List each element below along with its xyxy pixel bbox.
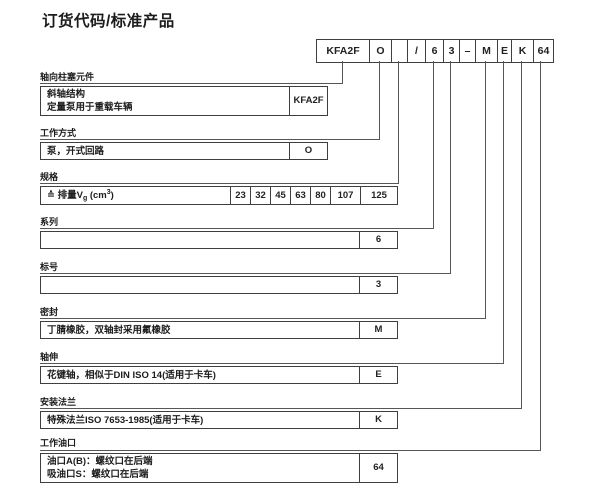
connector-shaft	[503, 61, 504, 363]
section-desc: 斜轴结构	[47, 89, 86, 100]
section-rule	[40, 363, 504, 364]
code-box-flange: K	[359, 411, 398, 429]
section-label-axial-piston-unit: 轴向柱塞元件	[40, 72, 95, 82]
size-cell-63: 63	[290, 186, 311, 205]
code-cell-model: KFA2F	[326, 45, 360, 57]
connector-series	[433, 61, 434, 228]
section-label-shaft-end: 轴伸	[40, 352, 59, 362]
code-cell-separator-slash: /	[407, 40, 425, 62]
code-box-index: 3	[359, 276, 398, 294]
section-rule	[40, 450, 541, 451]
code-cell-size	[391, 40, 407, 62]
section-box-operation-mode: 泵，开式回路	[40, 142, 290, 160]
code-cell-series: 6	[425, 40, 443, 62]
size-cell-45: 45	[270, 186, 291, 205]
connector-flange	[521, 61, 522, 408]
section-desc: 丁腈橡胶，双轴封采用氟橡胶	[47, 324, 171, 336]
code-cell-ports: 64	[533, 40, 553, 62]
section-desc: 花键轴，相似于DIN ISO 14(适用于卡车)	[47, 369, 216, 381]
section-desc: 吸油口S：螺纹口在后端	[47, 469, 149, 480]
section-rule	[40, 83, 343, 84]
page-title: 订货代码/标准产品	[42, 13, 175, 30]
code-cell-seal: M	[475, 40, 497, 62]
code-cell-operation: O	[369, 40, 391, 62]
section-desc: 泵，开式回路	[47, 145, 105, 157]
section-rule	[40, 273, 451, 274]
section-label-operation-mode: 工作方式	[40, 128, 77, 138]
size-cell-125: 125	[360, 186, 398, 205]
section-rule	[40, 139, 380, 140]
code-box-shaft: E	[359, 366, 398, 384]
section-label-series: 系列	[40, 217, 59, 227]
size-cell-80: 80	[310, 186, 331, 205]
section-rule	[40, 228, 434, 229]
code-cell-shaft: E	[497, 40, 511, 62]
size-cell-23: 23	[230, 186, 251, 205]
section-label-index: 标号	[40, 262, 59, 272]
section-desc: 特殊法兰ISO 7653-1985(适用于卡车)	[47, 414, 204, 426]
code-box-series: 6	[359, 231, 398, 249]
section-label-seal: 密封	[40, 307, 59, 317]
section-label-service-ports: 工作油口	[40, 438, 77, 448]
section-desc: 定量泵用于重载车辆	[47, 102, 133, 113]
section-box-shaft-end: 花键轴，相似于DIN ISO 14(适用于卡车)	[40, 366, 360, 384]
connector-index	[450, 61, 451, 273]
code-cell-separator-dash: –	[459, 40, 475, 62]
code-cell-flange: K	[511, 40, 533, 62]
connector-seal	[485, 61, 486, 318]
section-box-seal: 丁腈橡胶，双轴封采用氟橡胶	[40, 321, 360, 339]
code-box-operation: O	[289, 142, 328, 160]
section-label-size: 规格	[40, 172, 59, 182]
displacement-label: ≙ 排量Vg (cm3)	[47, 189, 114, 202]
section-desc: 油口A(B)：螺纹口在后端	[47, 456, 153, 467]
order-code-bar: KFA2F O / 6 3 – M E K 64	[316, 39, 554, 63]
connector-model	[342, 61, 343, 83]
section-rule	[40, 183, 399, 184]
connector-operation	[379, 61, 380, 139]
section-rule	[40, 408, 522, 409]
code-box-seal: M	[359, 321, 398, 339]
code-box-model: KFA2F	[289, 86, 328, 116]
code-cell-index: 3	[443, 40, 459, 62]
section-box-service-ports: 油口A(B)：螺纹口在后端 吸油口S：螺纹口在后端	[40, 453, 360, 483]
size-cell-32: 32	[250, 186, 271, 205]
section-box-mounting-flange: 特殊法兰ISO 7653-1985(适用于卡车)	[40, 411, 360, 429]
connector-ports	[540, 61, 541, 450]
size-cell-107: 107	[330, 186, 361, 205]
section-box-axial-piston-unit: 斜轴结构 定量泵用于重载车辆	[40, 86, 290, 116]
section-box-index	[40, 276, 360, 294]
connector-size	[398, 61, 399, 183]
section-box-series	[40, 231, 360, 249]
code-box-ports: 64	[359, 453, 398, 483]
section-rule	[40, 318, 486, 319]
section-label-mounting-flange: 安装法兰	[40, 397, 77, 407]
